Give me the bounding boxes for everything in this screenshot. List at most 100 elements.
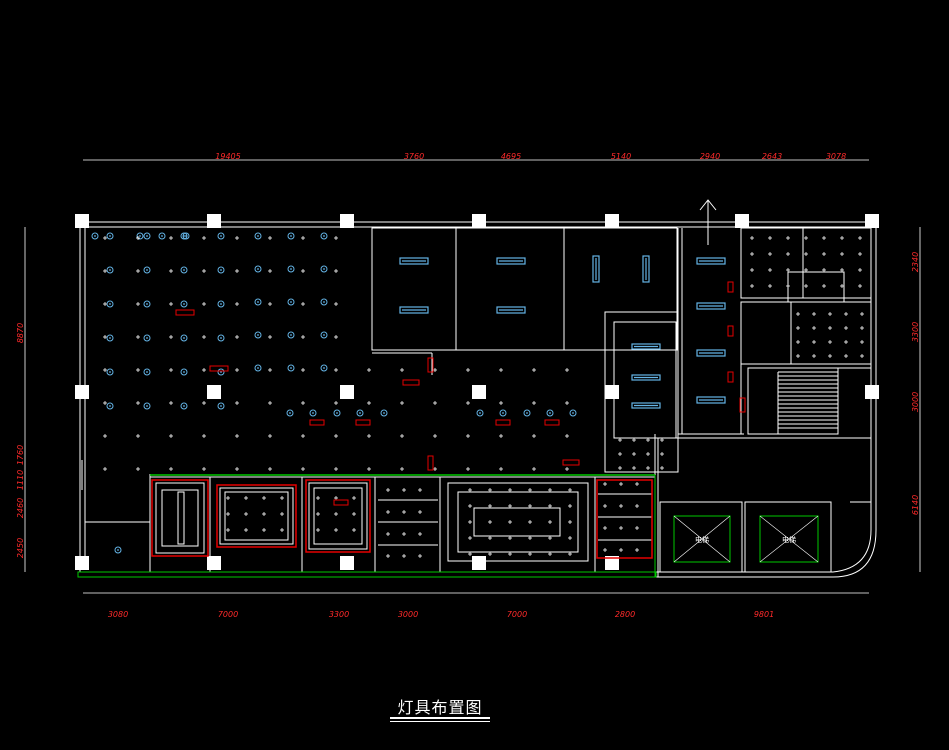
downlight-icon xyxy=(320,298,328,306)
column xyxy=(605,385,619,399)
downlight-center xyxy=(479,412,481,414)
downlight-icon xyxy=(106,266,114,274)
column xyxy=(75,214,89,228)
downlight-icon xyxy=(217,300,225,308)
accent-lines xyxy=(77,474,819,578)
downlight-icon xyxy=(217,402,225,410)
column xyxy=(340,214,354,228)
fixture-tag xyxy=(427,357,434,373)
column xyxy=(605,214,619,228)
fixture-tag xyxy=(727,281,734,293)
linear-light-icon xyxy=(631,402,661,409)
linear-light-icon xyxy=(399,306,429,314)
downlight-icon xyxy=(106,334,114,342)
column xyxy=(605,556,619,570)
downlight-icon xyxy=(380,409,388,417)
downlight-center xyxy=(220,303,222,305)
downlight-center xyxy=(549,412,551,414)
downlight-center xyxy=(183,269,185,271)
dim-top-label: 4695 xyxy=(501,152,521,161)
downlight-icon xyxy=(523,409,531,417)
downlight-icon xyxy=(180,334,188,342)
linear-light-fixtures xyxy=(399,255,726,409)
dimension-labels: 19405 3760 4695 5140 2940 2643 3078 3080… xyxy=(16,152,920,619)
downlight-center xyxy=(502,412,504,414)
linear-light-icon xyxy=(631,343,661,350)
dim-bottom-label: 3080 xyxy=(108,610,128,619)
linear-light-icon xyxy=(696,396,726,404)
dim-top-label: 3760 xyxy=(404,152,424,161)
linear-light-icon xyxy=(696,257,726,265)
column xyxy=(865,385,879,399)
downlight-icon xyxy=(546,409,554,417)
downlight-center xyxy=(109,269,111,271)
fixture-tag xyxy=(562,459,580,466)
linear-light-icon xyxy=(496,306,526,314)
downlight-icon xyxy=(143,368,151,376)
downlight-center xyxy=(572,412,574,414)
dim-top-label: 2940 xyxy=(700,152,720,161)
downlight-center xyxy=(183,371,185,373)
downlight-icon xyxy=(254,364,262,372)
dim-top-label: 2643 xyxy=(762,152,782,161)
downlight-center xyxy=(526,412,528,414)
downlight-center xyxy=(109,337,111,339)
fixture-tags xyxy=(175,281,746,506)
dim-right-label: 2340 xyxy=(911,252,920,272)
structural-columns xyxy=(75,214,879,570)
linear-light-icon xyxy=(696,302,726,310)
downlight-icon xyxy=(287,232,295,240)
downlight-center xyxy=(109,371,111,373)
downlight-center xyxy=(117,549,119,551)
fixture-tag xyxy=(427,455,434,471)
fixture-tag xyxy=(309,419,325,426)
column xyxy=(75,385,89,399)
downlight-center xyxy=(257,334,259,336)
downlight-icon xyxy=(106,232,114,240)
downlight-icon xyxy=(254,265,262,273)
downlight-icon xyxy=(287,331,295,339)
downlight-center xyxy=(323,367,325,369)
dim-bottom-label: 7000 xyxy=(507,610,527,619)
linear-light-icon xyxy=(696,349,726,357)
title-underline xyxy=(390,721,490,722)
downlight-icon xyxy=(180,300,188,308)
dim-bottom-label: 7000 xyxy=(218,610,238,619)
column xyxy=(735,214,749,228)
downlight-center xyxy=(290,235,292,237)
downlight-center xyxy=(290,301,292,303)
downlight-icon xyxy=(91,232,99,240)
downlight-center xyxy=(146,303,148,305)
dim-top-label: 3078 xyxy=(826,152,846,161)
dim-left-label: 1760 xyxy=(16,445,25,465)
title-underline xyxy=(390,717,490,719)
downlight-icon xyxy=(254,331,262,339)
fixture-tag xyxy=(209,365,229,372)
stairs xyxy=(777,371,838,434)
downlight-center xyxy=(290,334,292,336)
downlight-icon xyxy=(309,409,317,417)
fixture-tag xyxy=(727,371,734,383)
downlight-center xyxy=(220,235,222,237)
downlight-center xyxy=(220,269,222,271)
downlight-center xyxy=(109,235,111,237)
column xyxy=(340,385,354,399)
linear-light-icon xyxy=(592,255,600,283)
downlight-icon xyxy=(136,232,144,240)
fixture-tag xyxy=(727,325,734,337)
fixture-tag xyxy=(175,309,195,316)
downlight-center xyxy=(183,337,185,339)
dim-bottom-label: 3000 xyxy=(398,610,418,619)
dim-bottom-label: 3300 xyxy=(329,610,349,619)
downlight-icon xyxy=(217,368,225,376)
downlight-center xyxy=(383,412,385,414)
downlight-icon xyxy=(180,266,188,274)
downlight-center xyxy=(220,405,222,407)
downlight-center xyxy=(336,412,338,414)
downlight-icon xyxy=(180,402,188,410)
dim-bottom-label: 9801 xyxy=(754,610,774,619)
linear-light-icon xyxy=(496,257,526,265)
downlight-icon xyxy=(320,364,328,372)
dim-top-label: 19405 xyxy=(215,152,240,161)
downlight-center xyxy=(257,268,259,270)
